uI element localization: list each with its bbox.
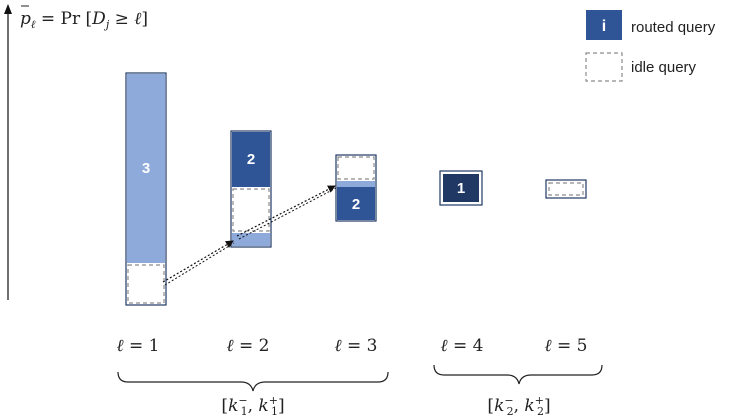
brace-icon	[117, 371, 389, 392]
bar-level-3: 2	[335, 154, 377, 222]
group-brace-1: [k−1, k+1]	[117, 371, 389, 417]
bar-level-2: 2	[230, 130, 272, 248]
group-brace-2: [k−2, k+2]	[433, 364, 603, 417]
shifted-block	[232, 233, 270, 246]
idle-block	[548, 182, 584, 196]
probability-formula: pℓ = Pr [Dj ≥ ℓ]	[20, 9, 148, 31]
brace-icon	[433, 364, 603, 385]
bar-level-4: 1	[439, 170, 483, 206]
bar-outline	[545, 179, 587, 199]
level-label-5: ℓ = 5	[545, 336, 588, 356]
routed-count: 3	[142, 160, 150, 177]
bar-outline	[439, 170, 483, 206]
level-label-3: ℓ = 3	[335, 336, 378, 356]
level-label-4: ℓ = 4	[441, 336, 484, 356]
routed-count: 2	[247, 151, 255, 168]
idle-block	[337, 156, 375, 180]
routed-block	[232, 132, 270, 187]
legend-idle-label: idle query	[631, 59, 697, 76]
arrow-icon	[238, 187, 337, 240]
routed-block	[337, 187, 375, 220]
legend-routed-label: routed query	[631, 19, 716, 36]
legend-idle-swatch	[585, 52, 623, 82]
idle-block	[127, 264, 165, 304]
bar-outline	[125, 72, 167, 306]
arrow-icon	[162, 240, 234, 283]
axis-arrow-icon	[4, 4, 12, 14]
legend-routed-swatch	[586, 10, 622, 40]
routed-block	[443, 174, 479, 202]
bar-level-5	[545, 179, 587, 199]
group-range-label: [k−2, k+2]	[487, 394, 550, 417]
legend: i routed query idle query	[585, 10, 716, 82]
bar-level-1: 3	[125, 72, 167, 306]
routed-block	[127, 74, 165, 263]
shift-arrows	[162, 185, 337, 286]
level-labels: ℓ = 1 ℓ = 2 ℓ = 3 ℓ = 4 ℓ = 5	[117, 336, 588, 356]
arrow-icon	[236, 185, 336, 237]
level-label-2: ℓ = 2	[227, 336, 270, 356]
routed-count: 1	[457, 180, 465, 197]
group-range-label: [k−1, k+1]	[221, 394, 284, 417]
routed-count: 2	[352, 196, 360, 213]
shifted-block	[337, 181, 375, 187]
level-label-1: ℓ = 1	[117, 336, 160, 356]
idle-block	[232, 188, 270, 232]
probability-axis	[4, 4, 12, 300]
bar-outline	[230, 130, 272, 248]
arrow-icon	[164, 242, 235, 286]
legend-routed-symbol: i	[602, 18, 606, 35]
